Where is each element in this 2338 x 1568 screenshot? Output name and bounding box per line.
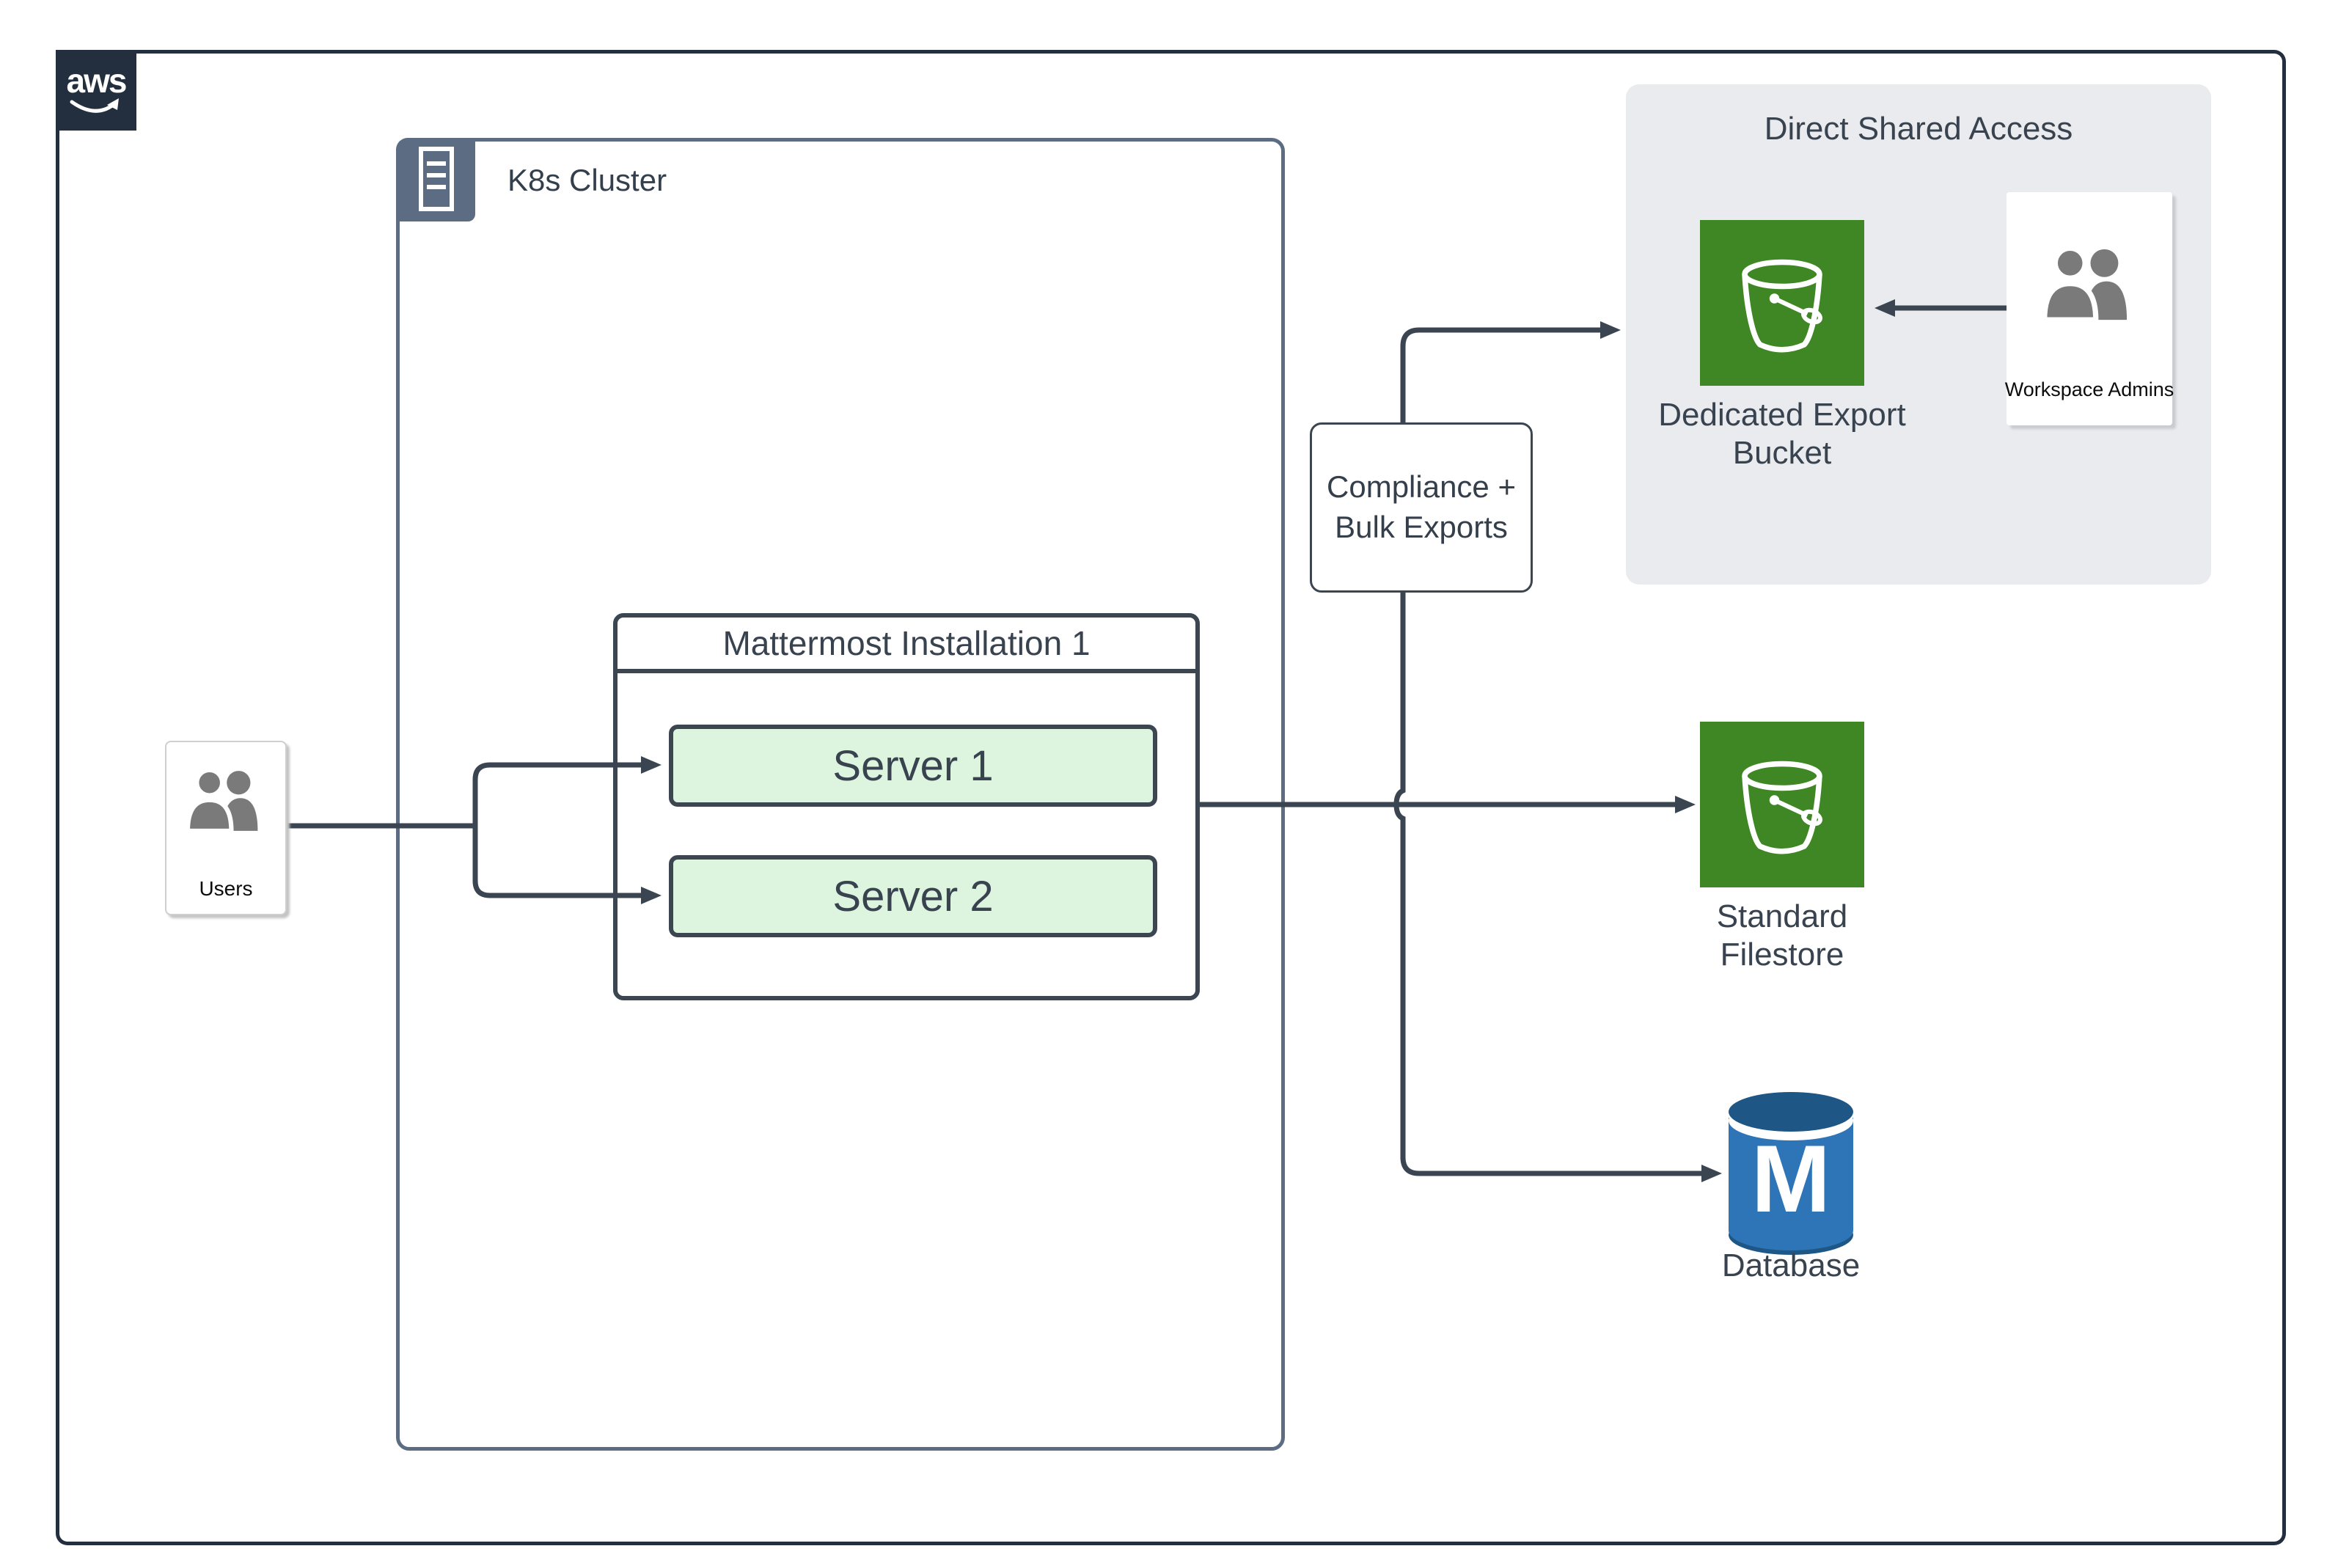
dedicated-export-bucket-label: Dedicated Export Bucket — [1658, 397, 1906, 471]
workspace-admins-card: Workspace Admins — [2004, 192, 2174, 425]
arrowhead-dedicated-bucket — [1875, 299, 1895, 317]
aws-logo-text: aws — [66, 62, 128, 100]
server-rack-icon — [396, 138, 475, 221]
edge-to-database — [1400, 1157, 1710, 1176]
edge-vertical-branch — [1393, 345, 1406, 1159]
s3-bucket-icon — [1700, 220, 1864, 386]
aws-smile-icon — [67, 98, 125, 118]
k8s-cluster-container — [396, 138, 1285, 1451]
edge-to-export-bucket — [1400, 327, 1609, 347]
aws-logo: aws — [56, 50, 136, 131]
arrowhead-database — [1701, 1165, 1722, 1182]
users-label: Users — [199, 877, 253, 900]
s3-bucket-icon — [1700, 722, 1864, 887]
database-label: Database — [1721, 1248, 1861, 1283]
arrowhead-server-2 — [641, 887, 662, 904]
arrowhead-filestore — [1675, 796, 1696, 813]
arrowhead-server-1 — [641, 756, 662, 774]
server-1-node: Server 1 — [669, 725, 1157, 807]
arrowhead-export-bucket — [1600, 321, 1621, 339]
server-2-node: Server 2 — [669, 855, 1157, 937]
edge-users-servers — [472, 762, 650, 898]
k8s-cluster-label: K8s Cluster — [507, 163, 667, 197]
standard-filestore-label: Standard Filestore — [1716, 898, 1848, 972]
people-icon — [2036, 245, 2143, 324]
people-icon — [180, 767, 271, 835]
mattermost-header-divider — [618, 669, 1195, 673]
mattermost-installation-title: Mattermost Installation 1 — [722, 624, 1091, 662]
compliance-bulk-exports-node: Compliance + Bulk Exports — [1310, 422, 1533, 593]
k8s-cluster-tab — [396, 138, 475, 221]
database-icon: M — [1728, 1088, 1854, 1257]
database-monogram: M — [1751, 1125, 1831, 1232]
users-card: Users — [165, 741, 287, 915]
direct-shared-access-title: Direct Shared Access — [1764, 111, 2073, 147]
mattermost-installation-box: Mattermost Installation 1 Server 1 Serve… — [613, 613, 1200, 1000]
workspace-admins-label: Workspace Admins — [2004, 378, 2174, 400]
